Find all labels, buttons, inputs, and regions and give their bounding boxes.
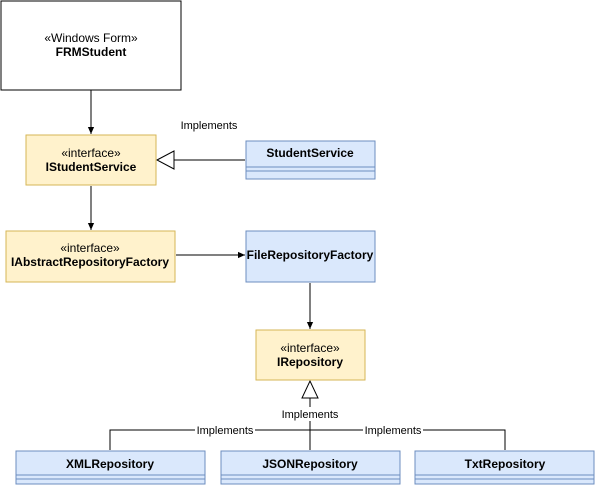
- label-bg-irepository: [280, 407, 342, 421]
- iabstractfactory-stereotype: «interface»: [60, 241, 120, 255]
- txtrepository-name: TxtRepository: [465, 457, 546, 471]
- studentservice-name: StudentService: [266, 146, 354, 160]
- irepository-stereotype: «interface»: [280, 341, 340, 355]
- istudentservice-stereotype: «interface»: [61, 146, 121, 160]
- node-frmstudent[interactable]: «Windows Form» FRMStudent: [0, 0, 182, 91]
- node-jsonrepository[interactable]: JSONRepository: [220, 450, 401, 485]
- label-txt-implements: Implements: [365, 425, 422, 437]
- node-istudentservice[interactable]: «interface» IStudentService: [25, 134, 157, 186]
- label-irepository-implements: Implements: [282, 409, 339, 421]
- label-bg-xml: [195, 424, 255, 437]
- label-bg-txt: [363, 424, 423, 437]
- filefactory-name: FileRepositoryFactory: [247, 248, 374, 262]
- istudentservice-name: IStudentService: [46, 160, 137, 174]
- node-studentservice[interactable]: StudentService: [245, 140, 376, 180]
- label-studentservice-implements: Implements: [181, 120, 238, 132]
- node-filerepositoryfactory[interactable]: FileRepositoryFactory: [245, 230, 376, 283]
- node-irepository[interactable]: «interface» IRepository: [255, 329, 366, 381]
- jsonrepository-name: JSONRepository: [262, 457, 358, 471]
- realization-triangle-irepository: [301, 379, 319, 399]
- realization-triangle-istudentservice: [155, 150, 175, 170]
- label-xml-implements: Implements: [197, 425, 254, 437]
- xmlrepository-name: XMLRepository: [66, 457, 154, 471]
- node-iabstractrepositoryfactory[interactable]: «interface» IAbstractRepositoryFactory: [5, 230, 176, 283]
- irepository-name: IRepository: [277, 355, 343, 369]
- node-xmlrepository[interactable]: XMLRepository: [15, 450, 206, 485]
- frmstudent-stereotype: «Windows Form»: [44, 31, 138, 45]
- iabstractfactory-name: IAbstractRepositoryFactory: [11, 255, 169, 269]
- frmstudent-name: FRMStudent: [56, 45, 127, 59]
- node-txtrepository[interactable]: TxtRepository: [414, 450, 595, 485]
